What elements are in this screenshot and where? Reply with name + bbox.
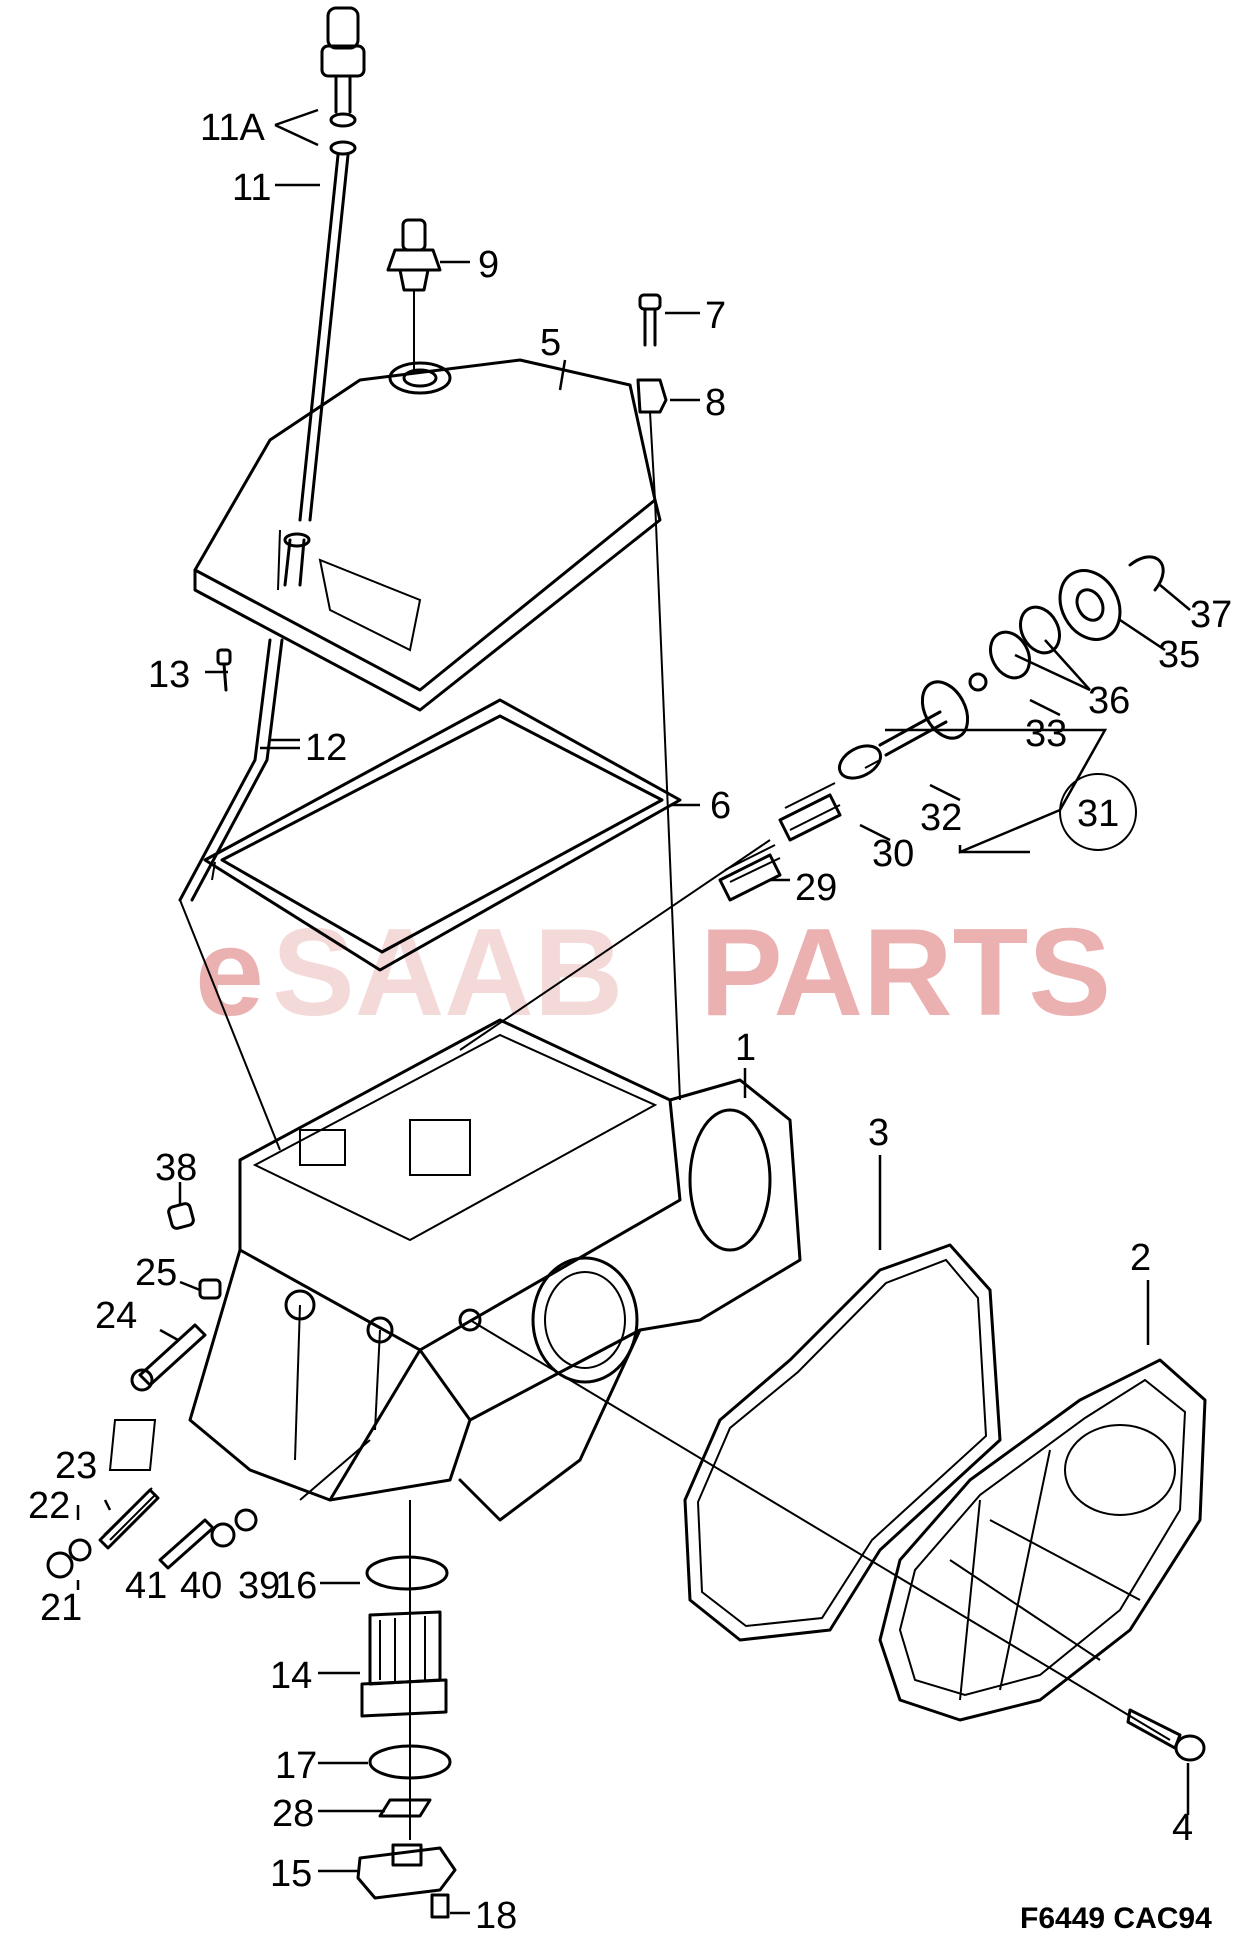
valve-assembly (718, 555, 1165, 902)
callout-23: 23 (55, 1445, 97, 1487)
bolt-and-clip (636, 293, 668, 501)
callout-31-group (885, 728, 1137, 854)
callout-29: 29 (795, 867, 837, 909)
breather-tube (178, 638, 284, 902)
transmission-housing (188, 1018, 802, 1522)
watermark-middle: SAAB (272, 904, 623, 1042)
figure-code: F6449 CAC94 (1020, 1902, 1212, 1935)
callout-9: 9 (478, 244, 499, 286)
callout-8: 8 (705, 382, 726, 424)
callout-4: 4 (1172, 1807, 1193, 1849)
callout-11a: 11A (200, 107, 265, 149)
callout-1: 1 (735, 1027, 756, 1069)
cover-gasket (203, 698, 682, 972)
callout-39: 39 (238, 1565, 280, 1607)
callout-31: 31 (1077, 793, 1119, 835)
watermark-suffix: PARTS (700, 904, 1111, 1042)
callout-17: 17 (275, 1745, 317, 1787)
cover-bolt (1126, 1708, 1206, 1762)
callout-40: 40 (180, 1565, 222, 1607)
small-parts (46, 1202, 258, 1579)
callout-25: 25 (135, 1252, 177, 1294)
callout-22: 22 (28, 1485, 70, 1527)
callout-13: 13 (148, 654, 190, 696)
side-gasket (683, 1243, 1002, 1642)
callout-24: 24 (95, 1295, 137, 1337)
callout-38: 38 (155, 1147, 197, 1189)
dipstick (298, 6, 366, 522)
callout-2: 2 (1130, 1237, 1151, 1279)
callout-37: 37 (1190, 594, 1232, 636)
side-cover (878, 1358, 1207, 1722)
callout-32: 32 (920, 797, 962, 839)
callout-15: 15 (270, 1853, 312, 1895)
watermark-prefix: e (195, 904, 264, 1042)
callout-7: 7 (705, 295, 726, 337)
callout-30: 30 (872, 833, 914, 875)
callout-18: 18 (475, 1895, 517, 1937)
callout-11: 11 (232, 167, 271, 209)
oil-pan-cover (193, 358, 662, 712)
callout-28: 28 (272, 1793, 314, 1835)
callout-12: 12 (305, 727, 347, 769)
callout-6: 6 (710, 785, 731, 827)
assembly-lines (179, 499, 1171, 1741)
callout-41: 41 (125, 1565, 167, 1607)
callout-21: 21 (40, 1587, 82, 1629)
callout-33: 33 (1025, 713, 1067, 755)
callout-5: 5 (540, 322, 561, 364)
filter-assembly (356, 1500, 457, 1919)
callout-3: 3 (868, 1112, 889, 1154)
leader-lines (76, 108, 1191, 1915)
callout-36: 36 (1088, 680, 1130, 722)
callout-labels: 1 2 3 4 5 6 7 8 9 11 11A 12 13 14 15 16 … (28, 107, 1232, 1937)
callout-35: 35 (1158, 634, 1200, 676)
callout-14: 14 (270, 1655, 312, 1697)
filler-cap (386, 218, 442, 370)
watermark: e SAAB PARTS (195, 904, 1111, 1042)
callout-16: 16 (275, 1565, 317, 1607)
